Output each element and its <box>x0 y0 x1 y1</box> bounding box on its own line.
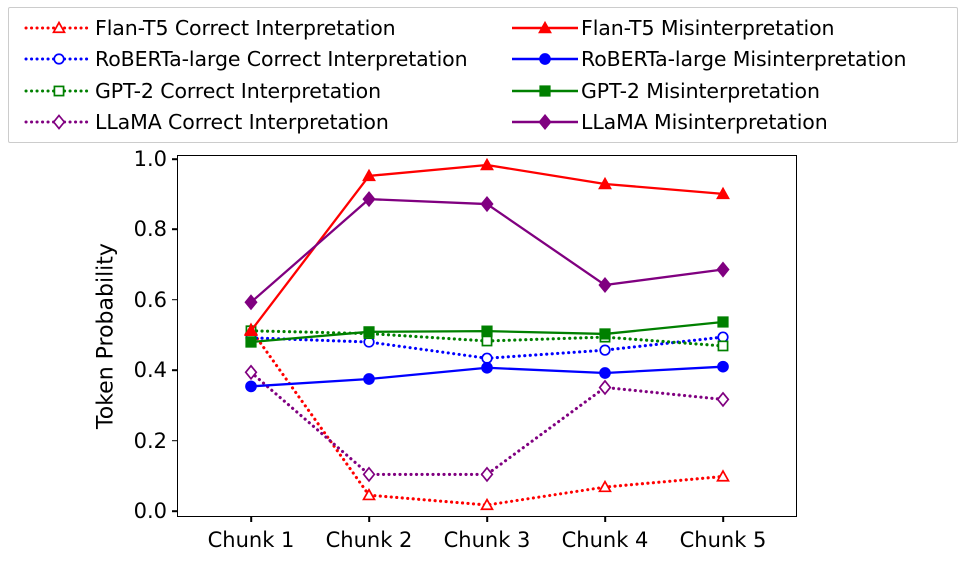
legend-entry-4: Flan-T5 Misinterpretation <box>495 12 959 44</box>
series-canvas <box>244 157 730 511</box>
legend-label: GPT-2 Misinterpretation <box>581 78 820 103</box>
x-tick-mark <box>604 516 606 522</box>
legend-entry-2: GPT-2 Correct Interpretation <box>9 75 495 107</box>
y-tick-mark <box>172 228 178 231</box>
series-6 <box>245 316 729 348</box>
x-tick-mark <box>486 516 488 522</box>
y-tick-label: 1.0 <box>133 147 167 171</box>
legend-marker-square-filled-icon <box>512 85 578 97</box>
y-tick-mark <box>172 369 178 371</box>
plot-area: Token Probability 0.0 0.2 0.4 0.6 0.8 1.0 Chu… <box>94 147 797 552</box>
y-tick-label: 0.8 <box>133 217 167 242</box>
legend-label: Flan-T5 Correct Interpretation <box>95 15 396 40</box>
y-tick-label: 0.2 <box>133 428 167 453</box>
y-tick-mark <box>172 510 178 512</box>
y-tick-mark <box>172 299 178 301</box>
legend-entry-6: GPT-2 Misinterpretation <box>495 75 959 107</box>
chart-legend: Flan-T5 Correct Interpretation Flan-T5 Mi… <box>8 7 958 143</box>
x-tick-label-3: Chunk 3 <box>443 528 531 552</box>
legend-marker-diamond-open-icon <box>24 114 94 131</box>
legend-entry-7: LLaMA Misinterpretation <box>495 107 959 139</box>
legend-entry-5: RoBERTa-large Misinterpretation <box>495 44 959 76</box>
y-tick-mark <box>172 158 178 160</box>
x-tick-mark <box>722 516 724 522</box>
y-tick-mark <box>172 439 178 442</box>
legend-entry-0: Flan-T5 Correct Interpretation <box>9 12 495 44</box>
y-tick-label: 0.6 <box>133 287 167 312</box>
legend-label: RoBERTa-large Misinterpretation <box>581 47 907 72</box>
legend-marker-circle-open-icon <box>24 53 94 65</box>
series-4 <box>244 157 730 337</box>
x-tick-label-2: Chunk 2 <box>325 528 413 552</box>
series-3 <box>244 364 730 483</box>
x-tick-mark <box>368 516 370 522</box>
legend-label: RoBERTa-large Correct Interpretation <box>95 47 468 72</box>
x-tick-label-4: Chunk 4 <box>561 528 649 552</box>
legend-entry-1: RoBERTa-large Correct Interpretation <box>9 44 495 76</box>
legend-label: Flan-T5 Misinterpretation <box>581 15 835 40</box>
y-tick-label: 0.4 <box>133 358 167 383</box>
series-7 <box>244 191 730 311</box>
legend-label: GPT-2 Correct Interpretation <box>95 78 381 103</box>
legend-marker-triangle-open-icon <box>24 20 94 33</box>
x-tick-mark <box>250 516 252 522</box>
legend-marker-diamond-filled-icon <box>512 114 578 131</box>
x-tick-label-5: Chunk 5 <box>679 528 767 552</box>
legend-label: LLaMA Correct Interpretation <box>95 110 389 135</box>
legend-label: LLaMA Misinterpretation <box>581 110 828 135</box>
series-5 <box>245 360 729 393</box>
legend-marker-circle-filled-icon <box>512 53 578 66</box>
legend-marker-triangle-filled-icon <box>512 20 578 34</box>
legend-entry-3: LLaMA Correct Interpretation <box>9 107 495 139</box>
x-tick-label-1: Chunk 1 <box>207 528 295 552</box>
y-tick-label: 0.0 <box>133 499 167 523</box>
y-axis-label: Token Probability <box>93 243 119 429</box>
legend-marker-square-open-icon <box>24 85 94 97</box>
